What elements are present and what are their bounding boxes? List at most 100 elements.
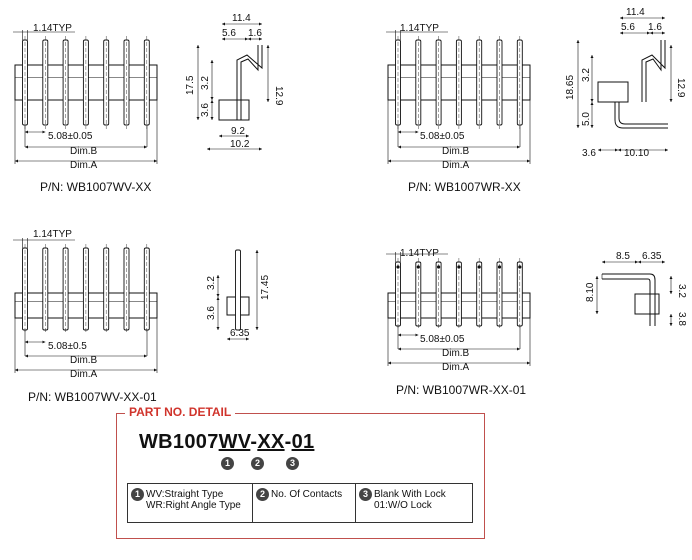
wv-side-top-width: 11.4: [232, 13, 251, 24]
legend-cell-contacts: 2 No. Of Contacts: [253, 484, 356, 522]
wr01-side-right: 3.2: [676, 284, 687, 298]
wv01-part-number: P/N: WB1007WV-XX-01: [28, 390, 157, 404]
wv-side-h-upper: 3.2: [200, 76, 211, 90]
wr01-dim-a: Dim.A: [442, 362, 470, 373]
wv-dim-a: Dim.A: [70, 160, 98, 171]
wv-side-h-lower: 3.6: [200, 103, 211, 117]
wr01-side-bottom: 3.8: [676, 312, 687, 326]
wv01-spacing-label: 5.08±0.5: [48, 341, 87, 352]
wr01-pin-mark-6: [497, 265, 502, 269]
wv-pin-2: [42, 39, 49, 126]
wv-side-bottom2: 10.2: [230, 139, 250, 150]
wr-side-bottom2: 10.10: [624, 148, 649, 159]
legend-type-line1: WV:Straight Type: [146, 489, 224, 500]
wr01-pin-mark-4: [457, 265, 461, 269]
legend-cell-type: 1 WV:Straight Type WR:Right Angle Type: [128, 484, 253, 522]
wr01-pin-mark-3: [437, 265, 441, 269]
wr-pin-4: [455, 39, 462, 126]
wv01-side-bottom: 6.35: [230, 328, 250, 339]
legend-contacts-line1: No. Of Contacts: [271, 489, 343, 500]
marker-1: 1: [221, 457, 234, 470]
wr-side-pin-inner: [645, 40, 662, 102]
wr-dim-a: Dim.A: [442, 160, 470, 171]
legend-marker-1: 1: [131, 488, 144, 501]
wr-side-bottom1: 3.6: [582, 148, 596, 159]
wv-side-bend: 12.9: [273, 86, 284, 106]
wv-side-bottom1: 9.2: [231, 126, 245, 137]
wv-side-pin-inner: [240, 45, 259, 120]
legend-lock-line1: Blank With Lock: [374, 489, 446, 500]
wr-side-bend: 12.9: [675, 78, 686, 98]
wv-spacing-label: 5.08±0.05: [48, 131, 93, 142]
wr-pin-7: [516, 39, 523, 126]
wv-pitch-label: 1.14TYP: [33, 23, 72, 34]
wr01-pin-mark-1: [396, 265, 400, 269]
wv01-dim-a: Dim.A: [70, 369, 98, 380]
legend-type-line2: WR:Right Angle Type: [146, 500, 241, 511]
wv01-side-h-lower: 3.6: [206, 306, 217, 320]
wv01-side-pin: [235, 249, 241, 331]
wr-side-h-upper: 3.2: [581, 68, 592, 82]
wr-pin-1: [395, 39, 401, 126]
wr01-pin-mark-2: [416, 265, 420, 269]
wv01-dim-b: Dim.B: [70, 355, 98, 366]
part-number-format: WB1007WV-XX-01: [139, 431, 314, 454]
wv-side-w2: 1.6: [248, 28, 262, 39]
wr-side-pin-bottom-inner: [618, 102, 668, 125]
legend-marker-3: 3: [359, 488, 372, 501]
wv01-pitch-label: 1.14TYP: [33, 229, 72, 240]
wr-side-housing: [597, 81, 629, 103]
wv-pin-1: [22, 39, 28, 126]
wr-side-h-total: 18.65: [565, 75, 576, 100]
wr-spacing-label: 5.08±0.05: [420, 131, 465, 142]
wr01-dim-b: Dim.B: [442, 348, 470, 359]
pn-contacts: XX: [257, 431, 285, 453]
wv-side-housing: [218, 99, 250, 121]
wv01-side-h-upper: 3.2: [206, 276, 217, 290]
wr-pin-2: [415, 39, 422, 126]
wv-side-h-total: 17.5: [185, 75, 196, 95]
wv-pin-7: [143, 39, 150, 126]
wv-part-number: P/N: WB1007WV-XX: [40, 180, 152, 194]
wr01-side-top1: 8.5: [616, 251, 630, 262]
wr-part-number: P/N: WB1007WR-XX: [408, 180, 521, 194]
wr01-side-left: 8.10: [585, 282, 596, 302]
pn-type: WV: [218, 431, 251, 453]
wv01-side-h-total: 17.45: [260, 275, 271, 300]
wv-side-pin-outer: [236, 45, 263, 120]
wr-side-pin-outer: [641, 40, 666, 102]
wr01-side-top2: 6.35: [642, 251, 662, 262]
wr-dim-b: Dim.B: [442, 146, 470, 157]
wv-pin-6: [123, 39, 130, 126]
wv-pin-4: [82, 39, 89, 126]
wr01-side-pin-outer: [602, 273, 656, 326]
part-no-legend-table: 1 WV:Straight Type WR:Right Angle Type 2…: [127, 483, 473, 523]
wr01-spacing-label: 5.08±0.05: [420, 334, 465, 345]
wr01-side-housing: [634, 293, 660, 315]
marker-3: 3: [286, 457, 299, 470]
wr-side-w1: 5.6: [621, 22, 635, 33]
pn-sep1: -: [250, 431, 258, 453]
wr-pin-3: [435, 39, 442, 126]
wr-pitch-label: 1.14TYP: [400, 23, 439, 34]
part-no-detail-box: PART NO. DETAIL WB1007WV-XX-01 1 2 3 1 W…: [116, 405, 485, 539]
wr-pin-6: [496, 39, 503, 126]
part-no-detail-title: PART NO. DETAIL: [125, 405, 236, 419]
marker-2: 2: [251, 457, 264, 470]
wr01-pin-mark-5: [477, 265, 481, 269]
wr-side-top-width: 11.4: [626, 7, 645, 18]
wv-pin-5: [103, 39, 110, 126]
wr-pin-5: [476, 39, 483, 126]
wv-pin-3: [62, 39, 69, 126]
wr01-pin-mark-7: [518, 265, 522, 269]
wr01-part-number: P/N: WB1007WR-XX-01: [396, 383, 527, 397]
wr01-side-pin-inner: [602, 278, 651, 326]
wr01-pitch-label: 1.14TYP: [400, 248, 439, 259]
wv-side-w1: 5.6: [222, 28, 236, 39]
pn-suffix: 01: [291, 431, 315, 453]
pn-base: WB1007: [139, 431, 219, 453]
wv-dim-b: Dim.B: [70, 146, 98, 157]
wr-side-w2: 1.6: [648, 22, 662, 33]
legend-lock-line2: 01:W/O Lock: [374, 500, 432, 511]
legend-cell-lock: 3 Blank With Lock 01:W/O Lock: [356, 484, 472, 522]
